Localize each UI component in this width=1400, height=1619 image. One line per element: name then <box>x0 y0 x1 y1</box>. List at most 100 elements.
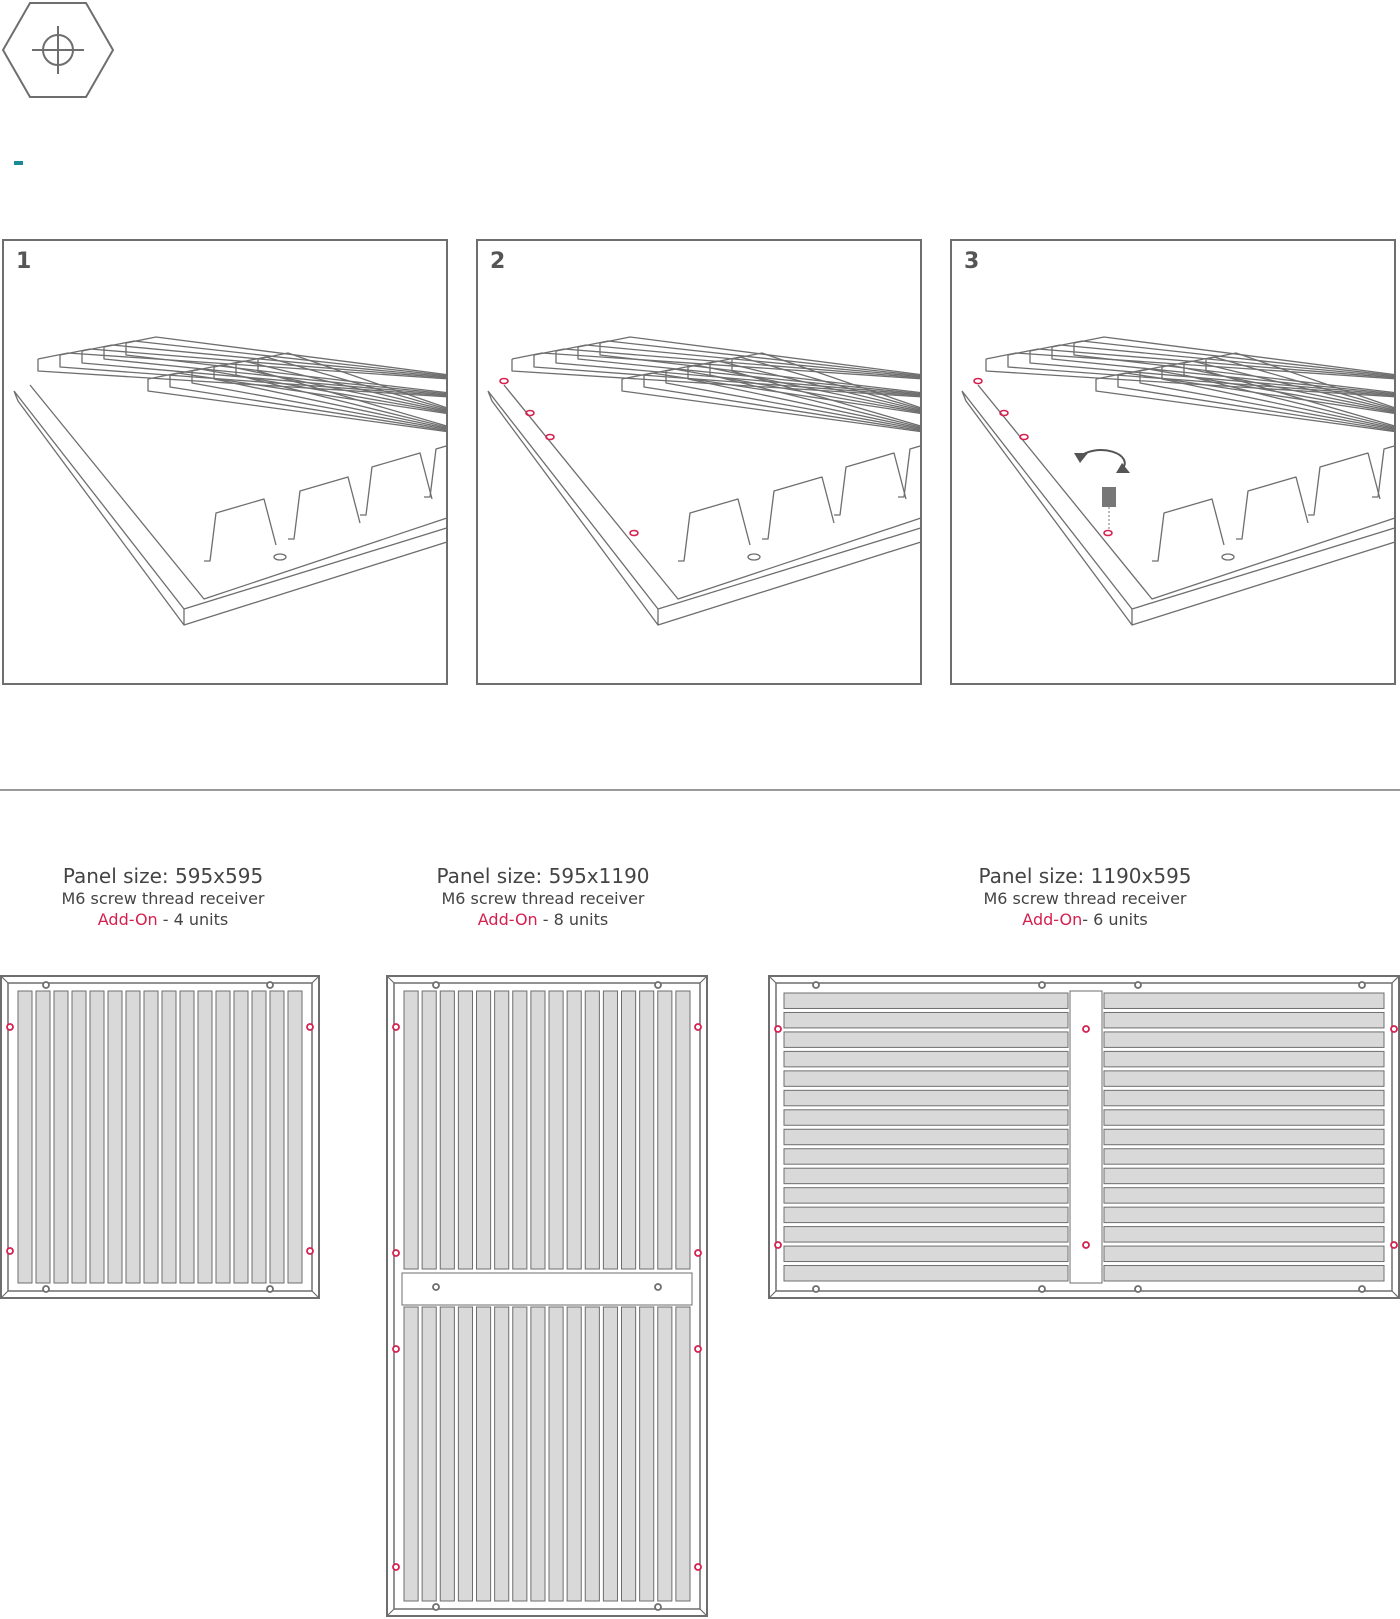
center-rail <box>401 1272 693 1306</box>
fixing-hole <box>432 981 440 989</box>
slat-profile <box>204 498 277 562</box>
fixing-hole <box>432 1603 440 1611</box>
inner-frame <box>7 982 313 1292</box>
slat <box>657 990 673 1270</box>
screw-receiver-marker <box>1390 1241 1398 1249</box>
slat-edge <box>213 367 446 429</box>
screw-icon <box>1102 487 1116 507</box>
slat <box>1103 1187 1385 1204</box>
fixing-hole <box>1134 981 1142 989</box>
slat <box>233 990 249 1284</box>
slat <box>476 990 492 1270</box>
slat <box>53 990 69 1284</box>
slat-edge <box>665 371 920 430</box>
slat-edge <box>257 359 446 427</box>
slat-profile <box>424 445 446 498</box>
slat-edge <box>1117 375 1394 432</box>
slat <box>530 990 546 1270</box>
slat-edge <box>235 363 446 428</box>
slat <box>783 1089 1069 1107</box>
slat <box>783 1265 1069 1282</box>
slat <box>161 990 177 1284</box>
center-rail <box>1069 990 1103 1284</box>
panel-caption-595x595: Panel size: 595x595 M6 screw thread rece… <box>0 864 343 930</box>
screw-receiver-marker <box>1019 433 1029 441</box>
slat <box>494 1306 510 1602</box>
receiver-label: M6 screw thread receiver <box>61 889 265 908</box>
step-number: 2 <box>490 249 506 274</box>
screw-receiver-marker <box>392 1345 400 1353</box>
addon-count: - 8 units <box>537 910 609 929</box>
slat <box>566 990 582 1270</box>
slat-edge <box>81 351 446 396</box>
slat-edge <box>709 363 920 428</box>
panel-plan-595x595 <box>0 975 320 1299</box>
slat <box>783 1206 1069 1224</box>
screw-receiver-marker <box>545 433 555 441</box>
slat <box>1103 1070 1385 1087</box>
slat <box>783 1128 1069 1146</box>
slat <box>783 992 1069 1009</box>
slat <box>1103 1089 1385 1107</box>
slat <box>548 990 564 1270</box>
slat <box>1103 1265 1385 1282</box>
slat <box>783 1187 1069 1204</box>
screw-receiver-marker <box>392 1023 400 1031</box>
slat <box>783 1050 1069 1068</box>
slat-edge <box>1007 355 1394 397</box>
screw-receiver-marker <box>499 377 509 385</box>
slat <box>494 990 510 1270</box>
slat <box>783 1011 1069 1029</box>
inner-frame <box>393 982 701 1610</box>
slat-profile <box>678 498 751 562</box>
slat-ridge <box>731 352 920 409</box>
screw-rotate-icon <box>1074 449 1130 531</box>
slat-edge <box>555 351 920 396</box>
slat <box>783 1109 1069 1126</box>
slat <box>657 1306 673 1602</box>
screw-receiver-marker <box>973 377 983 385</box>
fixing-hole <box>812 1285 820 1293</box>
fixing-hole <box>273 553 287 561</box>
slat-edge <box>1073 343 1394 394</box>
slat <box>403 990 419 1270</box>
slat <box>530 1306 546 1602</box>
slat-profile <box>898 445 920 498</box>
screw-receiver-marker <box>694 1345 702 1353</box>
fixing-hole <box>1038 981 1046 989</box>
fixing-hole <box>654 1283 662 1291</box>
frame-miter <box>386 975 708 1617</box>
frame-miter <box>0 975 320 1299</box>
panel-caption-595x1190: Panel size: 595x1190 M6 screw thread rec… <box>363 864 723 930</box>
rotate-arrowhead <box>1116 463 1130 473</box>
screw-receiver-marker <box>629 529 639 537</box>
slat-edge <box>1095 379 1394 433</box>
panel-base <box>13 390 446 626</box>
slat <box>783 1167 1069 1185</box>
slat <box>1103 1011 1385 1029</box>
addon-count: - 4 units <box>157 910 229 929</box>
slat-profile <box>1152 498 1225 562</box>
slat <box>783 1070 1069 1087</box>
panel-plan-595x1190 <box>386 975 708 1617</box>
slat-edge <box>577 347 920 395</box>
slat-profile <box>1236 476 1309 540</box>
panel-frame-inner <box>29 384 446 600</box>
slat <box>639 990 655 1270</box>
addon-label: Add-On <box>1022 910 1083 929</box>
slat <box>17 990 33 1284</box>
slat <box>602 1306 618 1602</box>
slat <box>439 990 455 1270</box>
hex-crosshair-icon <box>1 2 115 98</box>
slat <box>143 990 159 1284</box>
slat-profile <box>288 476 361 540</box>
screw-receiver-marker <box>694 1249 702 1257</box>
slat <box>512 990 528 1270</box>
slat-edge <box>103 347 446 395</box>
slat-edge <box>643 375 920 432</box>
slat <box>251 990 267 1284</box>
rotate-arrowhead <box>1074 453 1088 463</box>
slat <box>35 990 51 1284</box>
fixing-hole <box>1358 1285 1366 1293</box>
fixing-hole <box>266 981 274 989</box>
